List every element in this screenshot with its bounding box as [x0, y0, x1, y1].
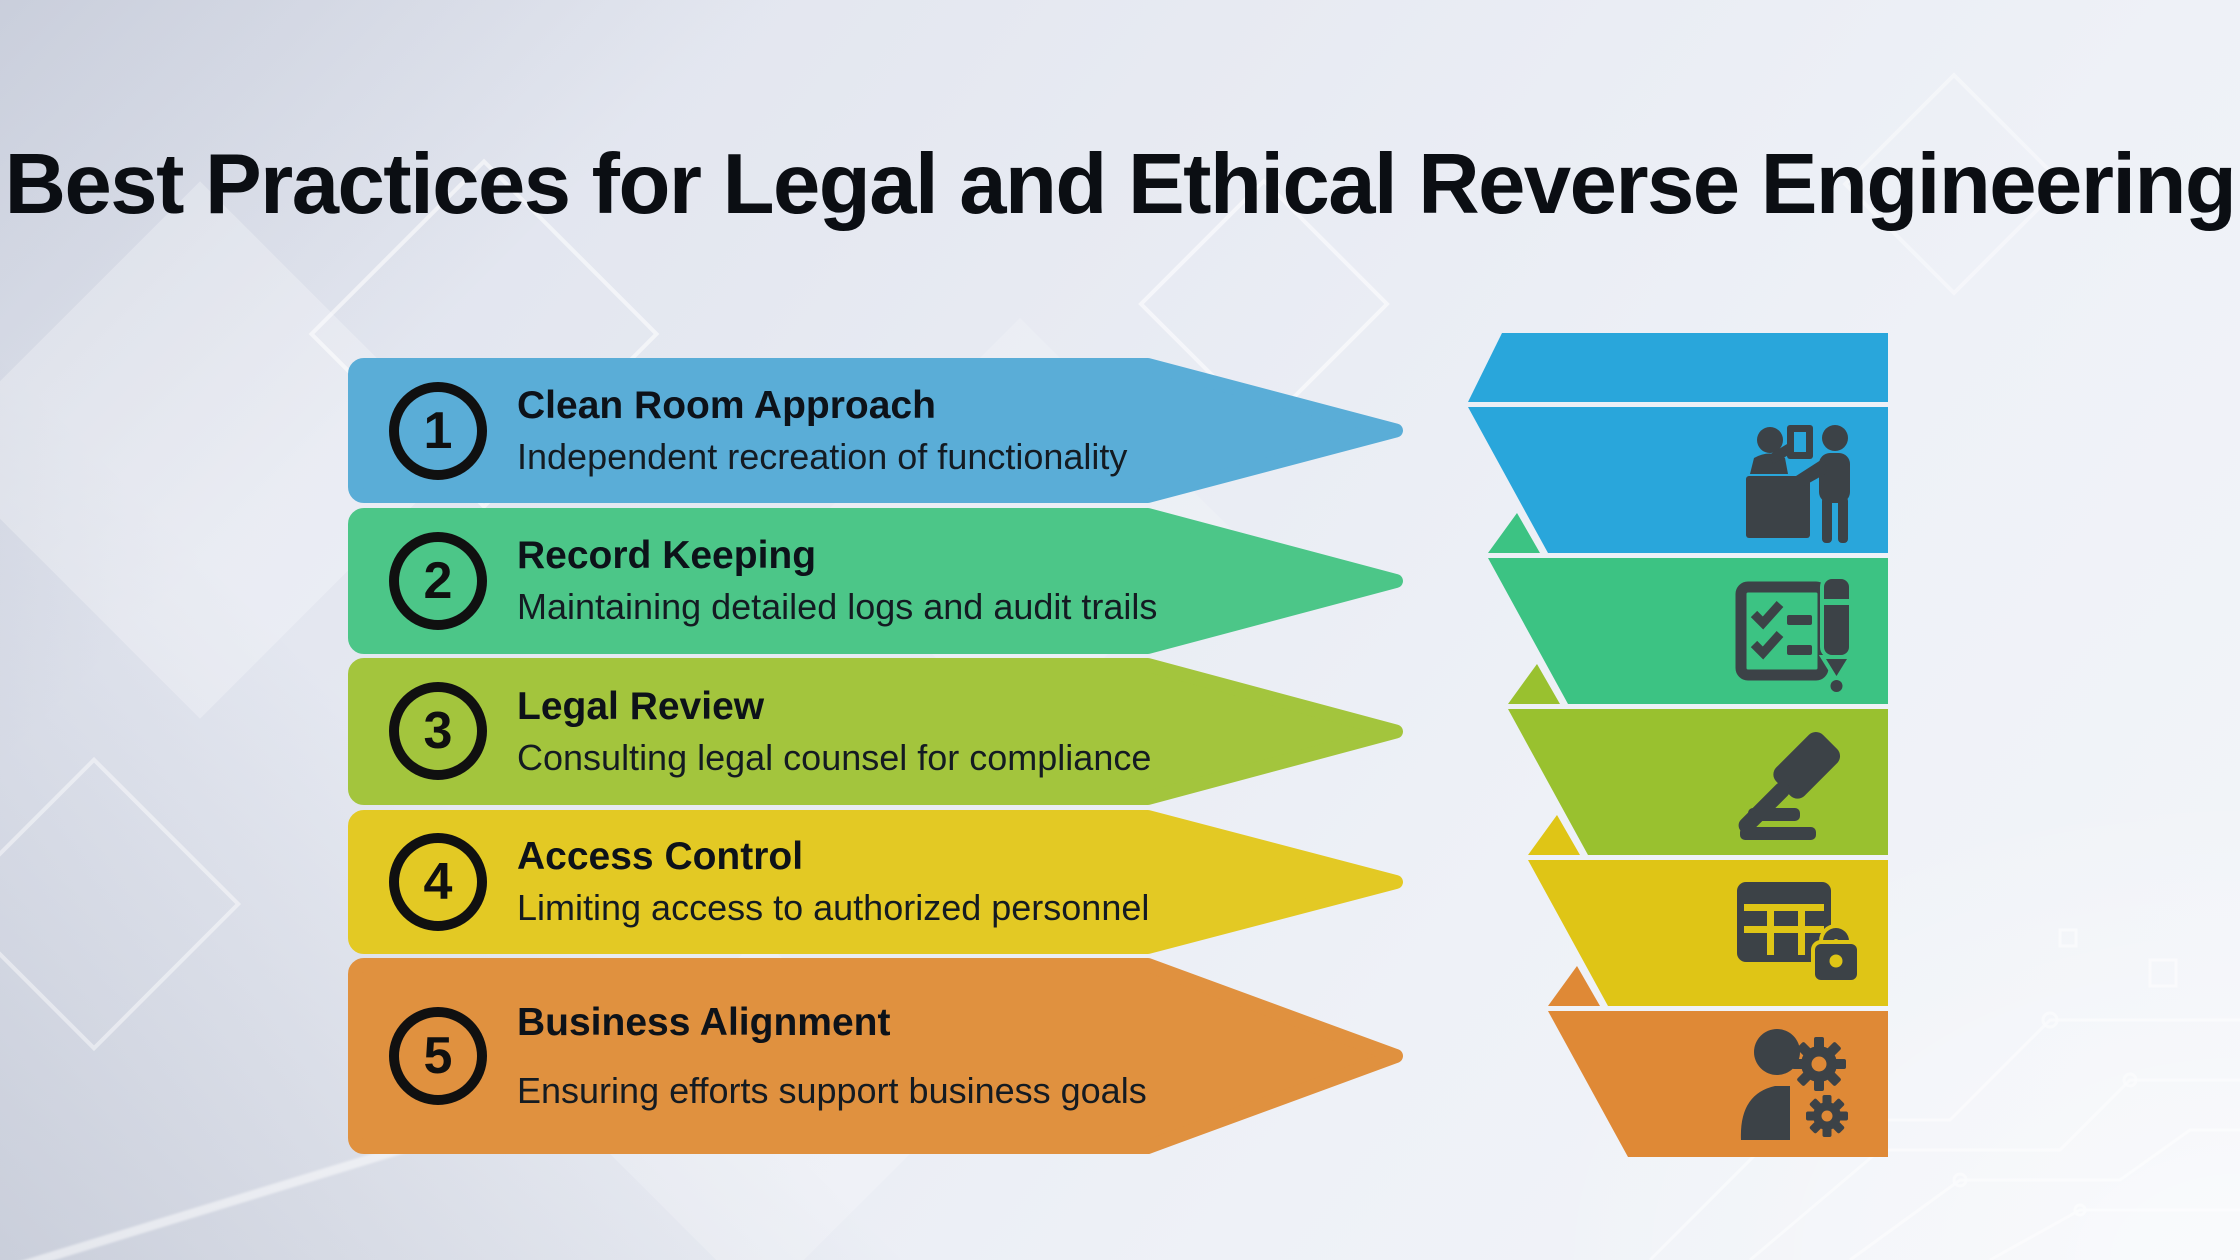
- step-title: Access Control: [517, 835, 804, 879]
- person-gears-icon: [1740, 1029, 1848, 1140]
- step-title: Record Keeping: [517, 534, 817, 578]
- step-number: 5: [423, 1027, 453, 1085]
- step-texts: Business Alignment Ensuring efforts supp…: [517, 958, 1147, 1154]
- arrow-banner: [348, 508, 1403, 654]
- step-number-badge: 4: [389, 833, 487, 931]
- step-row-1: 1 Clean Room Approach Independent recrea…: [348, 358, 1408, 503]
- arrow-banner: [348, 958, 1403, 1154]
- page-title: Best Practices for Legal and Ethical Rev…: [4, 137, 2237, 232]
- arrow-banner-shape: [348, 508, 1403, 654]
- arrow-banner-shape: [348, 810, 1403, 954]
- funnel-segment-2: [1488, 558, 1888, 704]
- step-subtitle: Maintaining detailed logs and audit trai…: [517, 586, 1158, 628]
- arrow-banner: [348, 358, 1403, 503]
- arrow-banner-shape: [348, 958, 1403, 1154]
- step-number: 2: [423, 552, 453, 610]
- step-subtitle: Ensuring efforts support business goals: [517, 1069, 1147, 1111]
- step-title: Business Alignment: [517, 1000, 891, 1044]
- reception-desk-icon: [1746, 425, 1850, 543]
- step-number-badge: 3: [389, 682, 487, 780]
- funnel-fold-5: [1548, 966, 1600, 1006]
- step-number: 1: [423, 402, 453, 460]
- table-lock-icon: [1737, 882, 1861, 984]
- arrow-banner-shape: [348, 658, 1403, 805]
- step-texts: Clean Room Approach Independent recreati…: [517, 358, 1127, 503]
- step-number-badge: 5: [389, 1007, 487, 1105]
- step-subtitle: Consulting legal counsel for compliance: [517, 736, 1152, 778]
- step-subtitle: Independent recreation of functionality: [517, 435, 1128, 477]
- step-number-badge: 1: [389, 382, 487, 480]
- funnel-fold-4: [1528, 815, 1580, 855]
- arrow-banner: [348, 658, 1403, 805]
- step-number-badge: 2: [389, 532, 487, 630]
- step-title: Clean Room Approach: [517, 383, 936, 427]
- step-title: Legal Review: [517, 684, 765, 728]
- step-row-4: 4 Access Control Limiting access to auth…: [348, 810, 1408, 954]
- arrow-banner: [348, 810, 1403, 954]
- step-subtitle: Limiting access to authorized personnel: [517, 887, 1150, 929]
- step-texts: Record Keeping Maintaining detailed logs…: [517, 508, 1157, 654]
- step-row-5: 5 Business Alignment Ensuring efforts su…: [348, 958, 1408, 1154]
- arrow-banner-shape: [348, 358, 1403, 503]
- funnel-fold-3: [1508, 664, 1560, 704]
- step-row-3: 3 Legal Review Consulting legal counsel …: [348, 658, 1408, 805]
- funnel-fold-2: [1488, 513, 1540, 553]
- step-texts: Legal Review Consulting legal counsel fo…: [517, 658, 1151, 805]
- step-number: 3: [423, 702, 453, 760]
- step-number: 4: [423, 853, 453, 911]
- gavel-icon: [1738, 731, 1841, 840]
- step-texts: Access Control Limiting access to author…: [517, 810, 1149, 954]
- funnel-top-band: [1468, 333, 1888, 402]
- step-row-2: 2 Record Keeping Maintaining detailed lo…: [348, 508, 1408, 654]
- checklist-pen-icon: [1735, 575, 1855, 696]
